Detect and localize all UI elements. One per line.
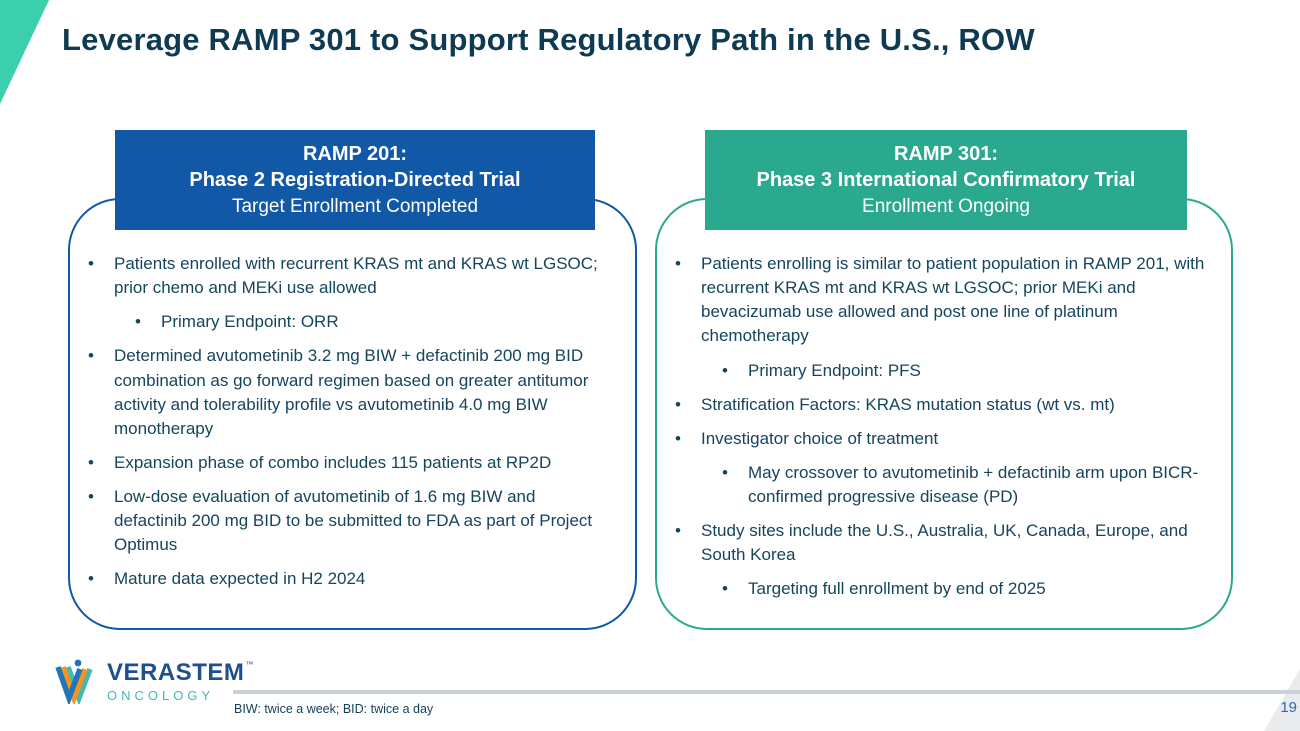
bullet-marker: • bbox=[722, 579, 728, 599]
bullet-item: • Targeting full enrollment by end of 20… bbox=[714, 577, 1207, 601]
bullet-text: May crossover to avutometinib + defactin… bbox=[748, 462, 1199, 506]
bullet-text: Determined avutometinib 3.2 mg BIW + def… bbox=[114, 346, 589, 438]
bullet-marker: • bbox=[88, 569, 94, 589]
bullet-item: • May crossover to avutometinib + defact… bbox=[714, 461, 1207, 509]
footnote-abbreviations: BIW: twice a week; BID: twice a day bbox=[234, 702, 434, 716]
bullet-item: • Investigator choice of treatment bbox=[667, 427, 1207, 451]
bullet-marker: • bbox=[88, 254, 94, 273]
ramp201-header-line1: RAMP 201: bbox=[302, 143, 408, 166]
bullet-item: • Primary Endpoint: ORR bbox=[127, 310, 611, 334]
ramp201-header-line3: Target Enrollment Completed bbox=[231, 195, 479, 217]
ramp301-header-line1: RAMP 301: bbox=[893, 143, 999, 166]
ramp201-box: • Patients enrolled with recurrent KRAS … bbox=[68, 198, 637, 630]
bullet-item: • Low-dose evaluation of avutometinib of… bbox=[80, 485, 611, 557]
bullet-marker: • bbox=[675, 254, 681, 273]
bullet-marker: • bbox=[88, 346, 94, 366]
bullet-text: Low-dose evaluation of avutometinib of 1… bbox=[114, 487, 593, 555]
bullet-item: • Expansion phase of combo includes 115 … bbox=[80, 451, 611, 475]
bullet-text: Investigator choice of treatment bbox=[701, 428, 939, 448]
bullet-item: • Study sites include the U.S., Australi… bbox=[667, 519, 1207, 567]
bullet-text: Primary Endpoint: PFS bbox=[748, 360, 921, 380]
bullet-item: • Determined avutometinib 3.2 mg BIW + d… bbox=[80, 344, 611, 441]
bullet-marker: • bbox=[722, 360, 728, 380]
ramp301-bullet-list: • Patients enrolling is similar to patie… bbox=[667, 252, 1207, 602]
bullet-text: Patients enrolling is similar to patient… bbox=[701, 254, 1205, 346]
verastem-logo: VERASTEM ™ ONCOLOGY bbox=[54, 658, 253, 704]
ramp301-box: • Patients enrolling is similar to patie… bbox=[655, 198, 1233, 630]
bullet-text: Primary Endpoint: ORR bbox=[161, 312, 339, 332]
bullet-marker: • bbox=[88, 452, 94, 472]
slide-title: Leverage RAMP 301 to Support Regulatory … bbox=[62, 22, 1035, 57]
page-number: 19 bbox=[1280, 699, 1297, 716]
bullet-marker: • bbox=[675, 394, 681, 414]
brand-name: VERASTEM bbox=[107, 659, 245, 686]
verastem-logo-text: VERASTEM ™ ONCOLOGY bbox=[107, 658, 254, 703]
ramp301-header-line3: Enrollment Ongoing bbox=[862, 195, 1030, 217]
bullet-marker: • bbox=[88, 487, 94, 506]
bullet-marker: • bbox=[675, 428, 681, 448]
ramp201-header-line2: Phase 2 Registration-Directed Trial bbox=[189, 169, 521, 192]
bullet-item: • Patients enrolling is similar to patie… bbox=[667, 252, 1207, 349]
footer-divider-line bbox=[233, 690, 1300, 694]
ramp201-bullet-list: • Patients enrolled with recurrent KRAS … bbox=[80, 252, 611, 592]
bullet-item: • Stratification Factors: KRAS mutation … bbox=[667, 393, 1207, 417]
bullet-text: Patients enrolled with recurrent KRAS mt… bbox=[114, 254, 598, 298]
bullet-item: • Patients enrolled with recurrent KRAS … bbox=[80, 252, 611, 300]
bullet-marker: • bbox=[675, 521, 681, 541]
ramp301-header: RAMP 301: Phase 3 International Confirma… bbox=[705, 130, 1187, 230]
bullet-text: Stratification Factors: KRAS mutation st… bbox=[701, 394, 1115, 414]
bullet-marker: • bbox=[135, 312, 141, 332]
bullet-text: Mature data expected in H2 2024 bbox=[114, 569, 366, 589]
bullet-text: Expansion phase of combo includes 115 pa… bbox=[114, 452, 552, 472]
bullet-text: Targeting full enrollment by end of 2025 bbox=[748, 579, 1046, 599]
bullet-item: • Primary Endpoint: PFS bbox=[714, 359, 1207, 383]
bullet-item: • Mature data expected in H2 2024 bbox=[80, 567, 611, 591]
bullet-text: Study sites include the U.S., Australia,… bbox=[701, 521, 1188, 565]
brand-division: ONCOLOGY bbox=[107, 688, 215, 703]
brand-trademark: ™ bbox=[245, 660, 254, 669]
bullet-marker: • bbox=[722, 462, 728, 482]
ramp301-header-line2: Phase 3 International Confirmatory Trial bbox=[756, 169, 1136, 192]
ramp201-header: RAMP 201: Phase 2 Registration-Directed … bbox=[115, 130, 595, 230]
corner-accent-triangle bbox=[0, 0, 49, 104]
verastem-logo-icon bbox=[54, 658, 100, 704]
